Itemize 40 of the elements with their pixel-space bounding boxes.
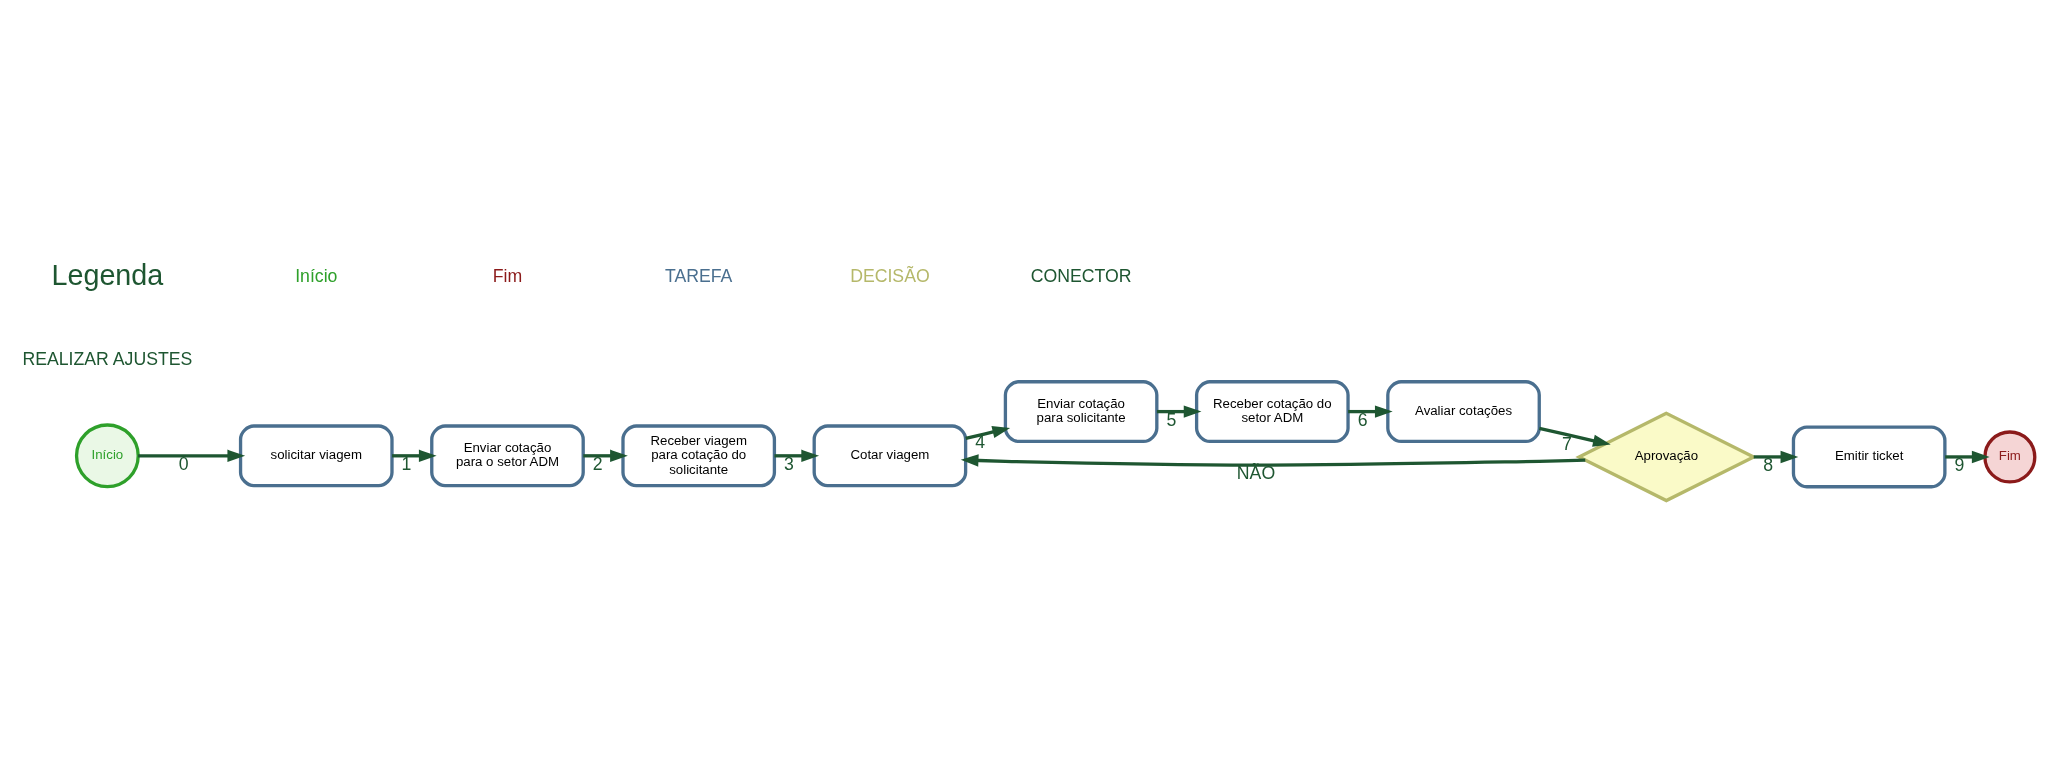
node-box: Emitir ticket: [1791, 424, 1947, 488]
edge-label: 6: [1357, 409, 1368, 430]
label: Legenda: [50, 258, 163, 291]
edge-label: 1: [401, 453, 411, 474]
arrow: [1347, 404, 1393, 418]
node-box: Enviar cotação para solicitante: [1003, 379, 1158, 443]
legend-label: Fim: [492, 265, 522, 286]
arrow: [137, 449, 245, 462]
arrow: [1753, 450, 1798, 463]
arrow: [1156, 404, 1201, 418]
legend-label: DECISÃO: [849, 265, 930, 286]
node-circle: Fim: [1982, 429, 2036, 484]
arrow: [960, 453, 1585, 467]
arrow: [774, 449, 819, 462]
arrow: [1538, 426, 1611, 447]
node-box: solicitar viagem: [238, 423, 394, 487]
arrow: [582, 449, 628, 462]
edge-label: 5: [1165, 409, 1176, 430]
label: REALIZAR AJUSTES: [21, 348, 192, 369]
edge-label: 8: [1762, 454, 1773, 475]
node-box: Cotar viagem: [812, 423, 967, 487]
arrow: [964, 425, 1010, 440]
legend-label: CONECTOR: [1030, 265, 1132, 286]
node-diamond: Aprovação: [1574, 410, 1757, 502]
arrow: [1944, 450, 1990, 463]
edge-label: 9: [1953, 454, 1964, 475]
edge-label: 2: [592, 453, 603, 474]
arrow: [391, 449, 437, 462]
node-box: Avaliar cotações: [1385, 379, 1541, 443]
node-box: Receber viagem para cotação do solicitante: [620, 423, 776, 487]
edge-label: NÃO: [1236, 462, 1275, 483]
edge-label: 7: [1561, 433, 1572, 454]
edge-label: 4: [974, 431, 985, 452]
node-box: Enviar cotação para o setor ADM: [429, 423, 585, 487]
legend-label: TAREFA: [664, 265, 732, 286]
node-circle: Início: [74, 422, 140, 488]
edge-label: 0: [178, 453, 189, 474]
edge-label: 3: [783, 453, 794, 474]
node-box: Receber cotação do setor ADM: [1194, 379, 1350, 443]
legend-label: Início: [294, 265, 337, 286]
